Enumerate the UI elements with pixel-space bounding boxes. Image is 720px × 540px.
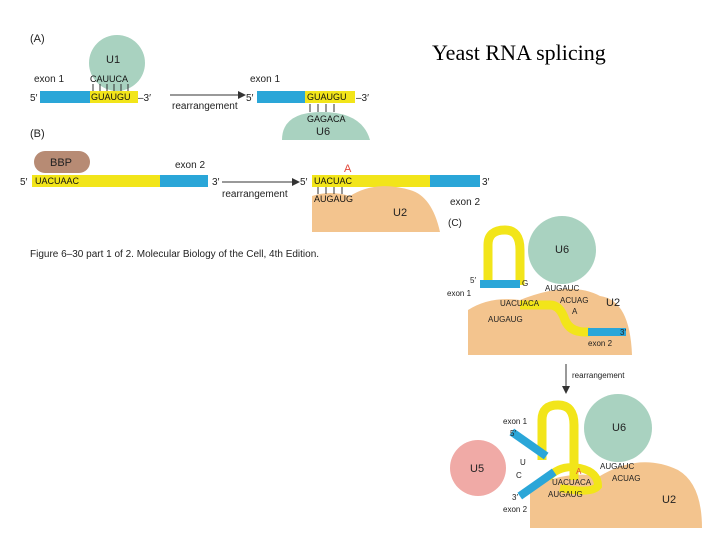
u6-snrnp-c-lower — [584, 394, 652, 462]
rearrangement-c: rearrangement — [562, 364, 625, 394]
c-label-c-lower: C — [516, 471, 522, 480]
u6-sequence-a: GAGACA — [307, 114, 346, 124]
u1-snrnp — [89, 35, 145, 91]
three-prime-b-left: 3′ — [212, 177, 220, 188]
three-prime-a-right: –3′ — [356, 93, 369, 104]
exon1-bar-c-lower — [509, 428, 549, 460]
arrowhead-c — [562, 386, 570, 394]
rearrangement-label-a: rearrangement — [172, 101, 238, 112]
u6-snrnp-a — [282, 112, 370, 140]
slide-title: Yeast RNA splicing — [432, 40, 606, 65]
rearrangement-label-c: rearrangement — [572, 371, 625, 380]
u5-label-c-lower: U5 — [470, 463, 484, 475]
exon1-label-a-right: exon 1 — [250, 74, 280, 85]
panel-b-label: (B) — [30, 128, 45, 140]
figure-caption: Figure 6–30 part 1 of 2. Molecular Biolo… — [30, 249, 319, 260]
five-prime-c: 5′ — [470, 276, 476, 285]
panel-b: (B) BBP exon 2 5′ UACUAAC 3′ rearrangeme… — [20, 128, 490, 232]
u6-acuag-c: ACUAG — [560, 296, 588, 305]
panel-a: (A) U1 CAUUCA exon 1 5′ GUAUGU –3′ rearr… — [30, 33, 370, 140]
panel-a-label: (A) — [30, 33, 45, 45]
branch-sequence-b: UACUAAC — [35, 176, 80, 186]
five-prime-b-right: 5′ — [300, 177, 308, 188]
exon1-label-a: exon 1 — [34, 74, 64, 85]
u1-sequence: CAUUCA — [90, 74, 128, 84]
u6-label-c-lower: U6 — [612, 422, 626, 434]
exon1-label-c-lower: exon 1 — [503, 417, 528, 426]
panel-c-label: (C) — [448, 218, 462, 229]
intron-bar-a-right — [305, 91, 355, 103]
u2-snrnp-b — [312, 186, 440, 232]
rearrangement-label-b: rearrangement — [222, 189, 288, 200]
intron-sequence-a-right: GUAUGU — [307, 92, 347, 102]
bbp-protein — [34, 151, 90, 173]
intron-strand-c — [520, 300, 590, 337]
three-prime-c: 3′ — [620, 328, 626, 337]
u5-snrnp-c-lower — [450, 440, 506, 496]
u2-snrnp-c — [468, 288, 632, 355]
exon1-bar-a-right — [257, 91, 305, 103]
exon2-label-c-lower: exon 2 — [503, 505, 528, 514]
u2-augaug-c-lower: AUGAUG — [548, 490, 583, 499]
intron-loop-c — [483, 225, 525, 285]
intron-bar-b-right — [312, 175, 430, 187]
exon1-label-c: exon 1 — [447, 289, 472, 298]
exon2-label-b: exon 2 — [175, 160, 205, 171]
three-prime-b-right: 3′ — [482, 177, 490, 188]
panel-c-upper: U6 U2 5′ exon 1 3′ exon 2 G AUGAUC ACUAG… — [447, 216, 632, 355]
a-label-c-lower: A — [576, 467, 582, 476]
a-label-c: A — [572, 307, 578, 316]
intron-uacuaca-c: UACUACA — [500, 299, 540, 308]
u6-auguc-c: AUGAUC — [545, 284, 579, 293]
exon2-bar-c — [588, 328, 626, 336]
five-prime-c-lower: 5′ — [510, 429, 516, 438]
u2-label-c-lower: U2 — [662, 494, 676, 506]
exon2-label-c: exon 2 — [588, 339, 613, 348]
u2-augaug-c: AUGAUG — [488, 315, 523, 324]
intron-loop-c-lower — [537, 400, 579, 480]
u2-label-c: U2 — [606, 297, 620, 309]
branch-point-a: A — [344, 163, 352, 175]
u6-auguc-c-lower: AUGAUC — [600, 462, 634, 471]
u6-acuag-c-lower: ACUAG — [612, 474, 640, 483]
lariat-strand-c-lower — [544, 463, 603, 495]
intron-bar-b — [32, 175, 160, 187]
exon2-bar-b — [160, 175, 208, 187]
three-prime-a-left: –3′ — [138, 93, 151, 104]
five-prime-a-left: 5′ — [30, 93, 38, 104]
exon2-label-b-right: exon 2 — [450, 197, 480, 208]
five-prime-b-left: 5′ — [20, 177, 28, 188]
arrowhead-b — [292, 178, 300, 186]
three-prime-c-lower: 3′ — [512, 493, 518, 502]
u6-snrnp-c — [528, 216, 596, 284]
branch-sequence-b-right: UACUAC — [314, 176, 353, 186]
intron-sequence-a: GUAUGU — [91, 92, 131, 102]
bbp-label: BBP — [50, 157, 72, 169]
intron-bar-a — [90, 91, 138, 103]
u1-label: U1 — [106, 54, 120, 66]
u2-sequence-b: AUGAUG — [314, 194, 353, 204]
arrowhead-a — [238, 91, 246, 99]
exon2-bar-b-right — [430, 175, 480, 187]
exon1-bar-a — [40, 91, 90, 103]
u-label-c-lower: U — [520, 458, 526, 467]
u6-label-c: U6 — [555, 244, 569, 256]
u2-label-b: U2 — [393, 207, 407, 219]
intron-uacuaca-c-lower: UACUACA — [552, 478, 592, 487]
exon1-bar-c — [480, 280, 520, 288]
g-label-c: G — [522, 279, 528, 288]
exon2-bar-c-lower — [517, 468, 557, 500]
panel-c-lower: U6 U5 U2 exon 1 5′ 3′ exon 2 U C AUGAUC … — [450, 394, 702, 528]
five-prime-a-right: 5′ — [246, 93, 254, 104]
u6-label-a: U6 — [316, 126, 330, 138]
